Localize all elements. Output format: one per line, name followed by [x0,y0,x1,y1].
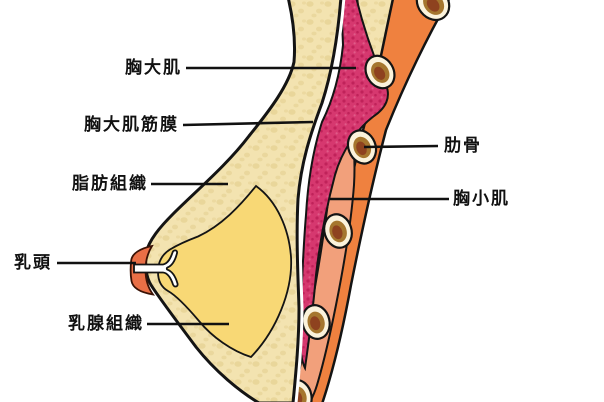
label-pectoralis-major: 胸大肌 [125,58,182,77]
leader-line-rib [363,144,439,149]
rib-marrow [310,316,321,331]
label-rib: 肋骨 [444,136,482,155]
label-fat-tissue: 脂肪組織 [72,174,148,193]
rib-marrow [374,66,386,80]
rib-marrow [356,141,367,156]
mammary-gland-region [157,184,292,359]
label-nipple: 乳頭 [14,253,52,272]
leader-line-pectoralis-major-fascia [182,120,314,127]
label-pectoralis-minor: 胸小肌 [453,189,510,208]
rib-cross-section [301,304,331,340]
rib-cross-section [346,129,378,165]
label-mammary-gland: 乳腺組織 [68,314,144,333]
rib-marrow [332,225,343,240]
lactiferous-duct [133,249,179,288]
rib-cross-section [323,213,353,249]
leader-lines [57,66,449,326]
rib-cross-section [415,0,451,22]
label-pectoralis-major-fascia: 胸大肌筋膜 [84,115,179,134]
rib-cross-section [364,54,396,90]
rib-marrow [426,0,440,12]
